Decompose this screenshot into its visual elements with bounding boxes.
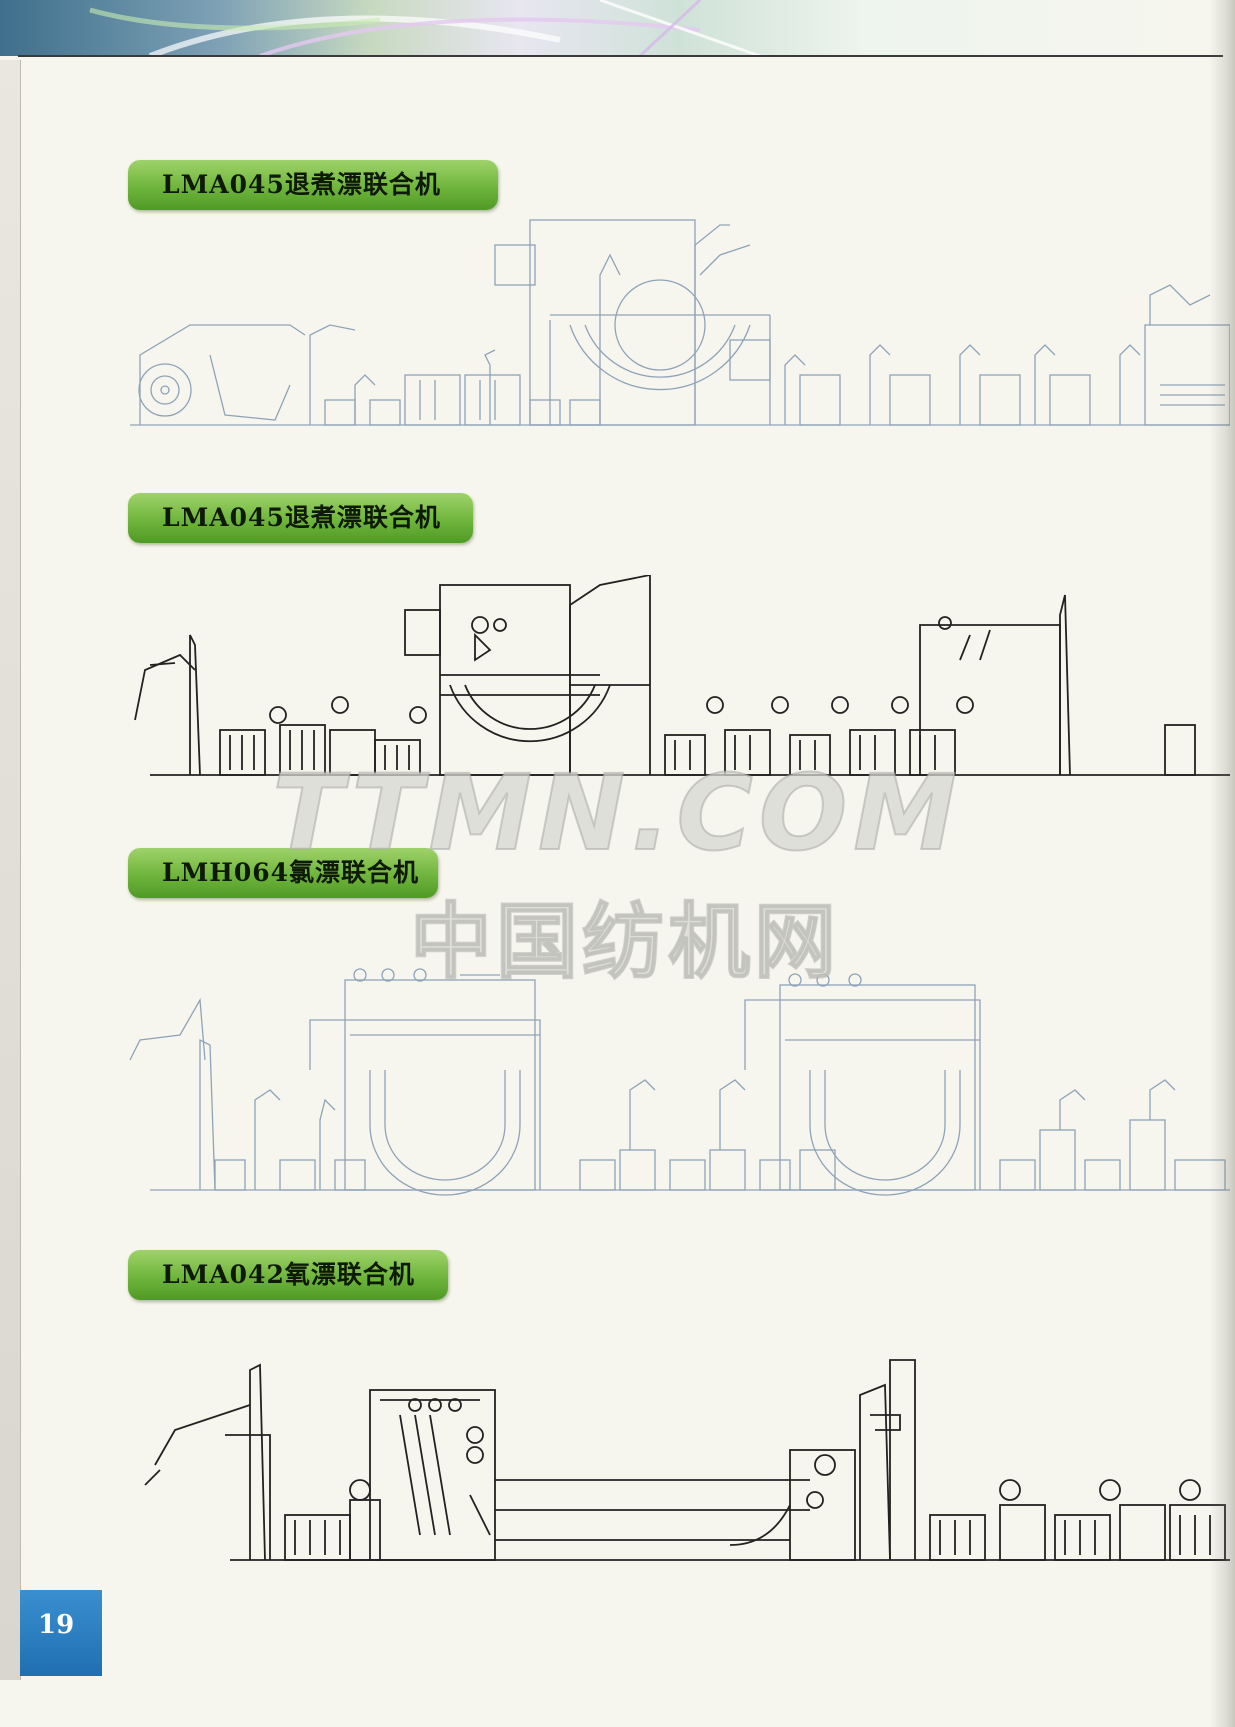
section-title-1: LMA045退煮漂联合机: [128, 160, 498, 210]
watermark-url: TTMN.COM: [271, 751, 963, 875]
page-number: 19: [38, 1610, 75, 1640]
section-title-3: LMH064氯漂联合机: [128, 848, 438, 898]
page-left-edge: [0, 60, 21, 1680]
machine-diagram-lmh064: [129, 968, 1230, 1196]
machine-diagram-lma045-a: [130, 219, 1230, 426]
section-title-2: LMA045退煮漂联合机: [128, 493, 473, 543]
page-binding-shadow: [1209, 0, 1235, 1727]
machine-diagram-lma042: [144, 1359, 1230, 1561]
header-decoration: [0, 0, 1235, 56]
header-rule: [18, 55, 1223, 57]
page-number-badge: [20, 1590, 102, 1676]
header-light-streaks: [89, 0, 761, 56]
watermark-site-name: 中国纺机网: [409, 894, 840, 991]
section-title-4: LMA042氧漂联合机: [128, 1250, 448, 1300]
machine-diagram-lma045-b: [134, 575, 1230, 776]
